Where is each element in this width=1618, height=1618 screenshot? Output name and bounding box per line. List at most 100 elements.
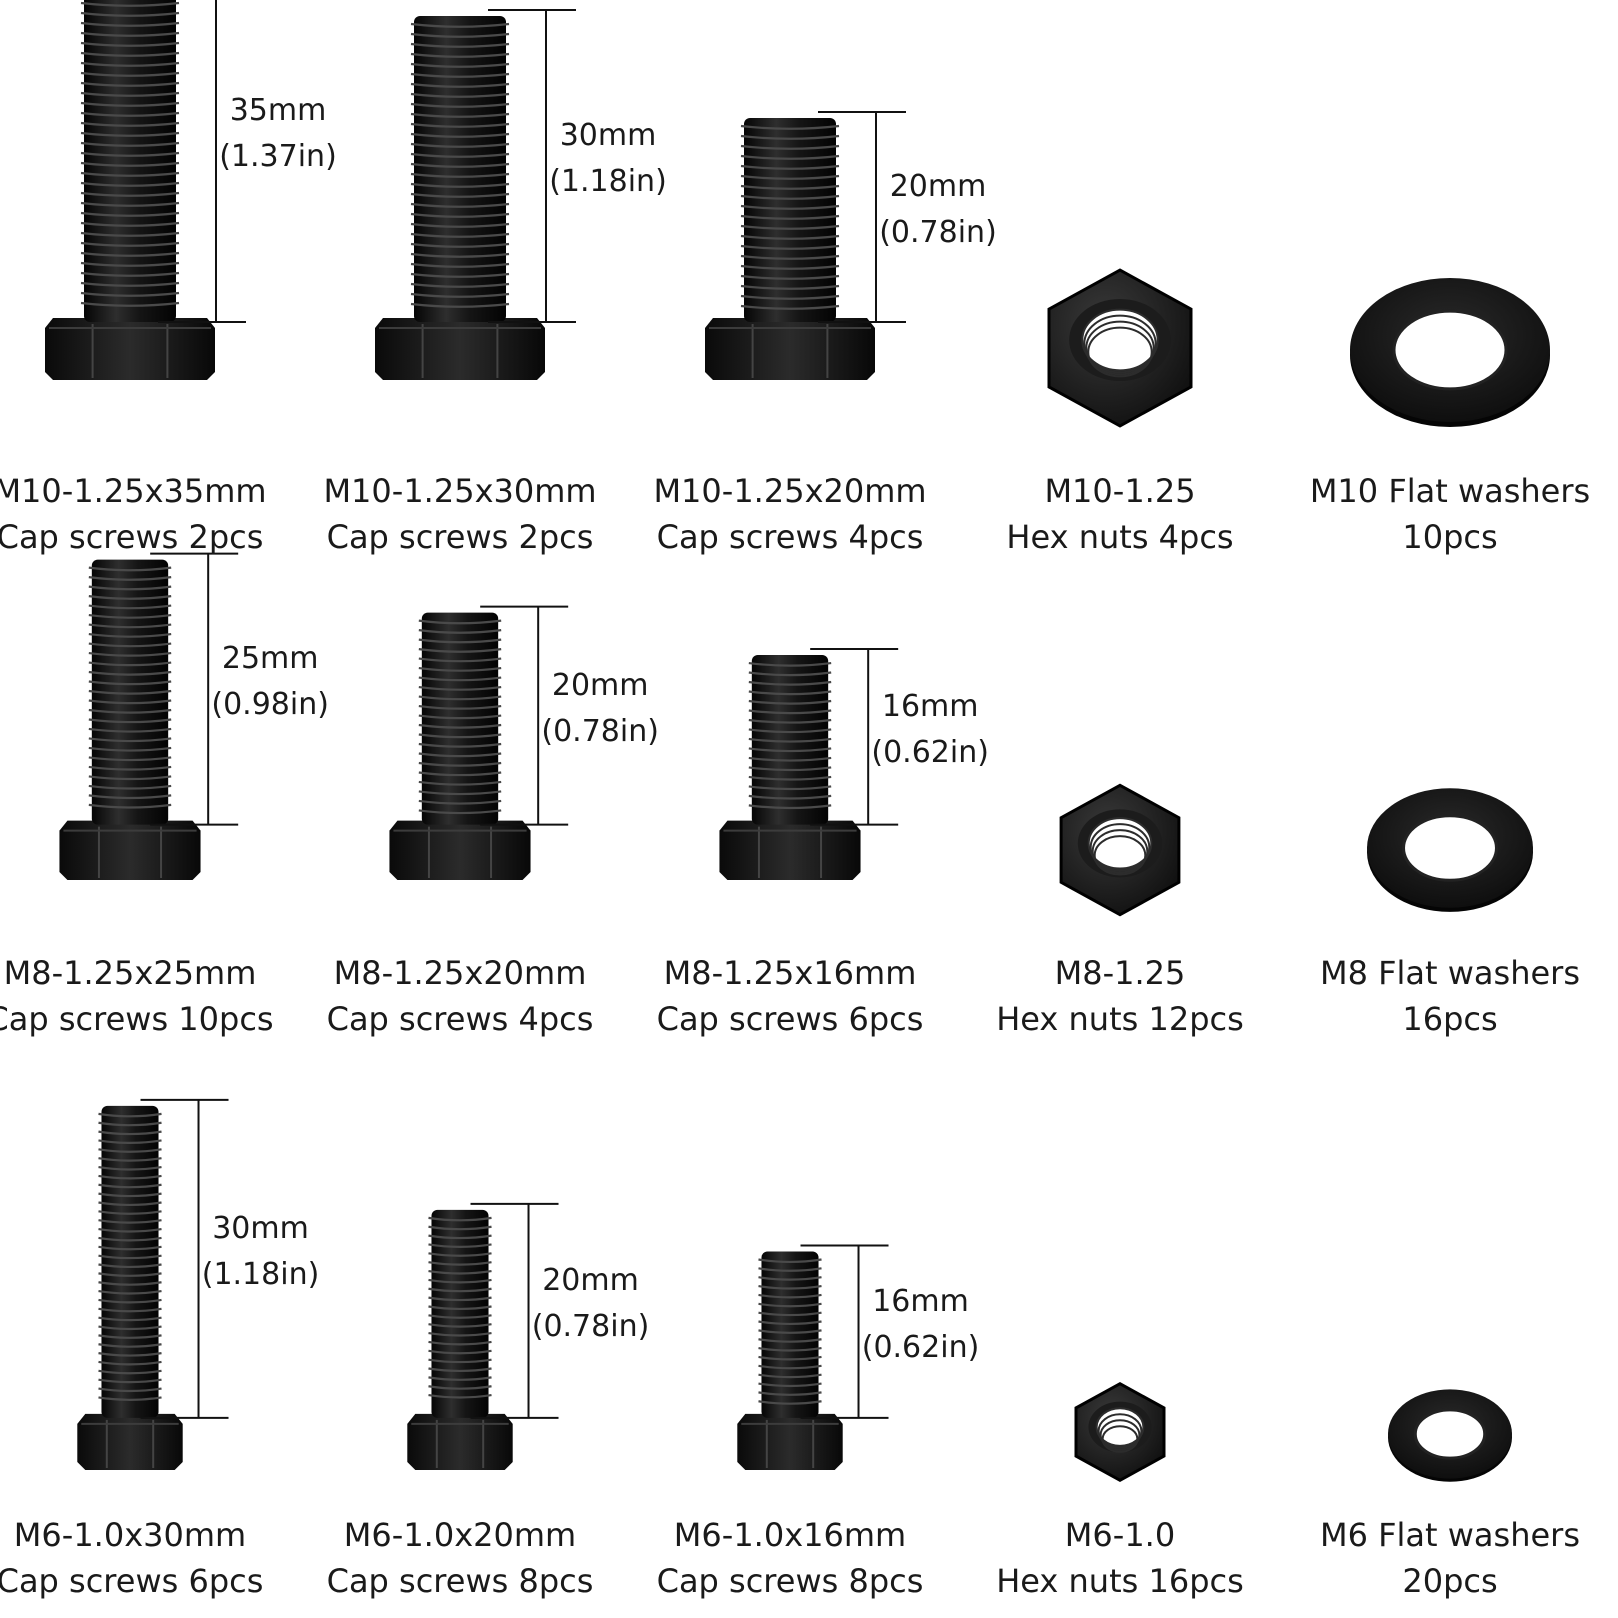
length-mm: 30mm: [559, 118, 657, 153]
dimension-label: 30mm (1.18in): [538, 113, 678, 205]
hex-nut: [1047, 268, 1193, 428]
length-in: (1.18in): [201, 1256, 320, 1292]
item-title: M10 Flat washers: [1309, 472, 1591, 510]
length-in: (0.78in): [531, 1308, 650, 1344]
screw-head: [375, 318, 545, 380]
item-title: M6-1.0x30mm: [13, 1516, 247, 1554]
item-title: M8 Flat washers: [1319, 954, 1580, 992]
screw-head: [407, 1413, 513, 1470]
cap-screw: [59, 559, 201, 880]
item-title: M8-1.25x20mm: [333, 954, 587, 992]
item-title: M8-1.25x16mm: [663, 954, 917, 992]
item-subtitle: Cap screws 6pcs: [656, 1000, 924, 1038]
dimension-label: 20mm (0.78in): [530, 663, 670, 755]
item-subtitle: Hex nuts 16pcs: [996, 1562, 1244, 1600]
item-subtitle: Hex nuts 12pcs: [996, 1000, 1244, 1038]
item-subtitle: Cap screws 8pcs: [326, 1562, 594, 1600]
dimension-label: 30mm (1.18in): [191, 1206, 331, 1298]
hex-nut: [1074, 1381, 1166, 1483]
flat-washer: [1367, 788, 1533, 912]
length-in: (1.18in): [549, 164, 667, 199]
dimension-label: 25mm (0.98in): [200, 636, 340, 728]
cap-screw: [375, 16, 545, 380]
hex-nut: [1059, 783, 1181, 917]
item-title: M6-1.0: [1064, 1516, 1176, 1554]
length-mm: 20mm: [542, 1262, 639, 1298]
cap-screw: [719, 655, 861, 880]
screw-shaft: [101, 1105, 159, 1418]
screw-shaft: [431, 1209, 489, 1418]
cap-screw: [77, 1105, 183, 1470]
cap-screw: [45, 0, 215, 380]
item-title: M6 Flat washers: [1319, 1516, 1580, 1554]
screw-head: [719, 820, 861, 880]
cap-screw: [737, 1251, 843, 1470]
dimension-marker: [810, 648, 899, 826]
cap-screw: [407, 1209, 513, 1470]
item-subtitle: Cap screws 4pcs: [656, 518, 924, 556]
item-subtitle: Cap screws 2pcs: [0, 518, 264, 556]
screw-head: [45, 318, 215, 380]
screw-head: [705, 318, 875, 380]
item-caption: M8 Flat washers 16pcs: [1285, 950, 1615, 1042]
length-mm: 16mm: [872, 1283, 969, 1319]
dimension-marker: [800, 1244, 889, 1419]
item-subtitle: Cap screws 4pcs: [326, 1000, 594, 1038]
item-subtitle: Cap screws 2pcs: [326, 518, 594, 556]
item-subtitle: Cap screws 10pcs: [0, 1000, 274, 1038]
length-mm: 20mm: [551, 667, 649, 703]
length-in: (0.78in): [879, 215, 997, 250]
item-title: M8-1.25x25mm: [3, 954, 257, 992]
dimension-marker: [158, 0, 246, 323]
dimension-label: 16mm(0.62in): [860, 684, 1000, 776]
item-caption: M10 Flat washers 10pcs: [1285, 468, 1615, 560]
cap-screw: [389, 612, 531, 880]
screw-shaft: [84, 0, 176, 322]
item-title: M10-1.25x35mm: [0, 472, 267, 510]
length-in: (0.62in): [861, 1329, 980, 1365]
screw-shaft: [751, 655, 829, 825]
length-in: (1.37in): [219, 138, 337, 174]
length-mm: 30mm: [212, 1210, 309, 1246]
item-subtitle: 16pcs: [1402, 1000, 1498, 1038]
length-in: (0.78in): [541, 713, 659, 749]
dimension-marker: [470, 1202, 559, 1419]
screw-head: [389, 820, 531, 880]
flat-washer: [1388, 1389, 1512, 1482]
dimension-marker: [140, 1098, 229, 1419]
dimension-marker: [488, 9, 576, 323]
item-title: M10-1.25x30mm: [323, 472, 597, 510]
item-title: M6-1.0x16mm: [673, 1516, 907, 1554]
item-subtitle: 20pcs: [1402, 1562, 1498, 1600]
flat-washer: [1350, 278, 1550, 427]
screw-head: [77, 1413, 183, 1470]
item-caption: M6 Flat washers 20pcs: [1285, 1512, 1615, 1604]
length-mm: 25mm: [221, 641, 319, 677]
item-title: M10-1.25: [1044, 472, 1196, 510]
item-subtitle: Hex nuts 4pcs: [1006, 518, 1234, 556]
length-in: (0.62in): [871, 734, 989, 770]
item-title: M8-1.25: [1054, 954, 1186, 992]
length-in: (0.98in): [211, 687, 329, 723]
screw-head: [59, 820, 201, 880]
length-mm: 35mm: [229, 92, 327, 128]
dimension-label: 35mm (1.37in): [208, 88, 348, 180]
item-subtitle: 10pcs: [1402, 518, 1498, 556]
cap-screw: [705, 118, 875, 380]
dimension-marker: [818, 111, 906, 323]
item-subtitle: Cap screws 8pcs: [656, 1562, 924, 1600]
dimension-label: 20mm (0.78in): [521, 1258, 661, 1350]
length-mm: 20mm: [889, 169, 987, 204]
